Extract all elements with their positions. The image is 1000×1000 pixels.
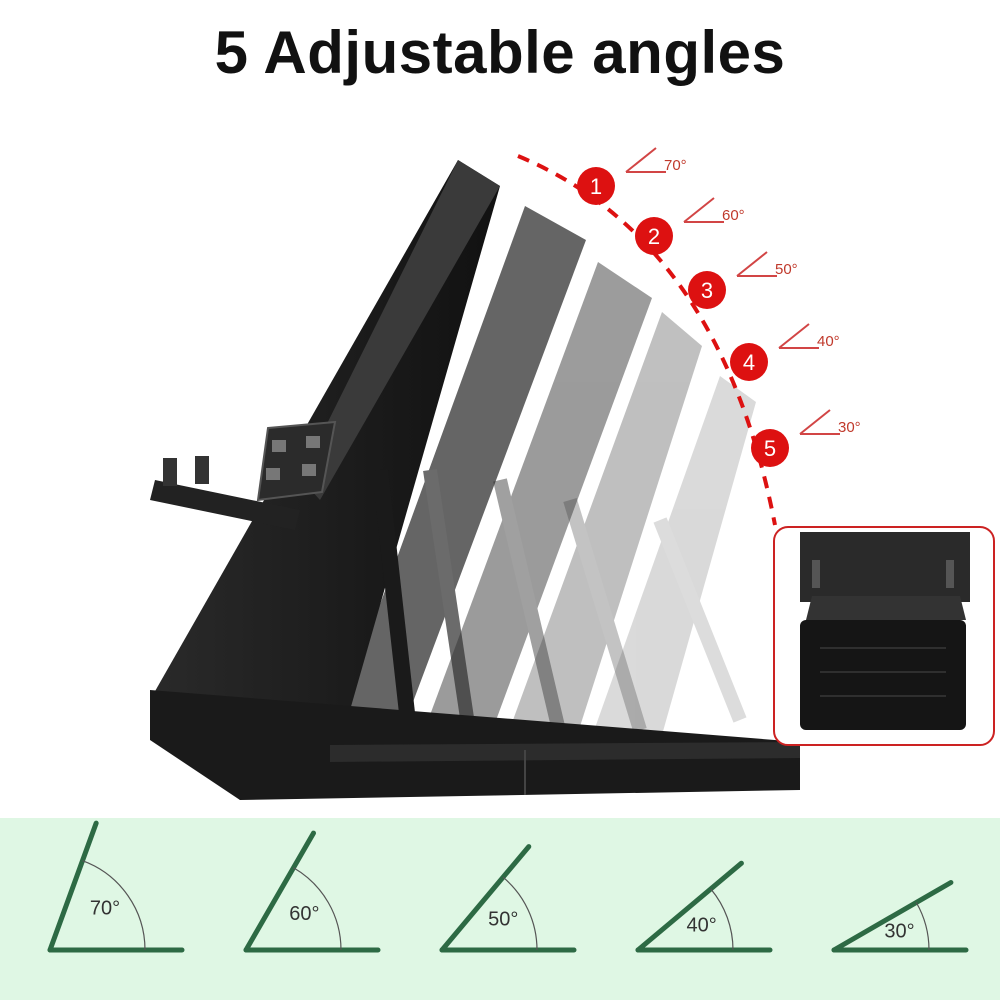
diagram-arc	[82, 860, 146, 951]
diagram-incline-line	[635, 860, 744, 953]
ghost-panel-5	[590, 376, 756, 742]
marker-circle	[635, 217, 673, 255]
marker-circle	[688, 271, 726, 309]
marker-number: 2	[648, 224, 660, 249]
angle-glyph-icon	[778, 323, 819, 349]
angle-diagram-70: 70°	[47, 820, 185, 953]
marker-number: 3	[701, 278, 713, 303]
marker-circle	[730, 343, 768, 381]
marker-number: 5	[764, 436, 776, 461]
angle-diagram-40: 40°	[635, 860, 773, 953]
diagram-arc	[915, 902, 930, 951]
marker-angle-label: 70°	[664, 157, 687, 174]
diagram-angle-label: 70°	[90, 898, 120, 920]
diagram-arc	[502, 876, 538, 951]
level-marker-5: 5 30°	[751, 409, 861, 467]
diagram-angle-label: 30°	[884, 920, 914, 942]
angle-arc	[517, 154, 777, 526]
diagram-incline-line	[439, 844, 532, 953]
angle-diagram-strip	[0, 818, 1000, 1000]
diagram-incline-line	[831, 880, 954, 953]
marker-angle-label: 40°	[817, 333, 840, 350]
marker-number: 1	[590, 174, 602, 199]
angle-diagram-60: 60°	[243, 830, 381, 953]
marker-angle-label: 50°	[775, 261, 798, 278]
angle-glyph-icon	[625, 147, 666, 173]
angle-glyph-icon	[683, 197, 724, 223]
diagram-incline-line	[47, 820, 99, 953]
angle-diagram-50: 50°	[439, 844, 577, 953]
ghost-panel-4	[505, 312, 702, 742]
diagram-angle-label: 50°	[488, 909, 518, 931]
diagram-angle-label: 60°	[289, 903, 319, 925]
diagram-incline-line	[243, 830, 316, 953]
level-marker-3: 3 50°	[688, 251, 798, 309]
inset-photo	[773, 526, 995, 746]
marker-angle-label: 60°	[722, 207, 745, 224]
level-markers: 1 70° 2 60° 3 50° 4 40° 5 30°	[577, 147, 861, 467]
angle-glyph-icon	[799, 409, 840, 435]
level-marker-4: 4 40°	[730, 323, 840, 381]
stand-clip	[150, 456, 300, 530]
stand-illustration: 1 70° 2 60° 3 50° 4 40° 5 30°	[150, 147, 995, 800]
game-card-slots	[256, 420, 337, 502]
level-marker-2: 2 60°	[635, 197, 745, 255]
marker-circle	[577, 167, 615, 205]
diagram-arc	[293, 867, 342, 951]
ghost-panel-3	[420, 262, 652, 742]
diagram-angle-label: 40°	[687, 914, 717, 936]
angle-glyph-icon	[736, 251, 777, 277]
marker-number: 4	[743, 350, 755, 375]
angle-diagrams: 70° 60° 50° 40° 30°	[47, 820, 969, 953]
angle-diagram-30: 30°	[831, 880, 969, 953]
level-marker-1: 1 70°	[577, 147, 687, 205]
marker-angle-label: 30°	[838, 419, 861, 436]
base-tray	[150, 690, 800, 800]
page-title: 5 Adjustable angles	[214, 19, 786, 86]
diagram-arc	[710, 888, 734, 951]
marker-circle	[751, 429, 789, 467]
